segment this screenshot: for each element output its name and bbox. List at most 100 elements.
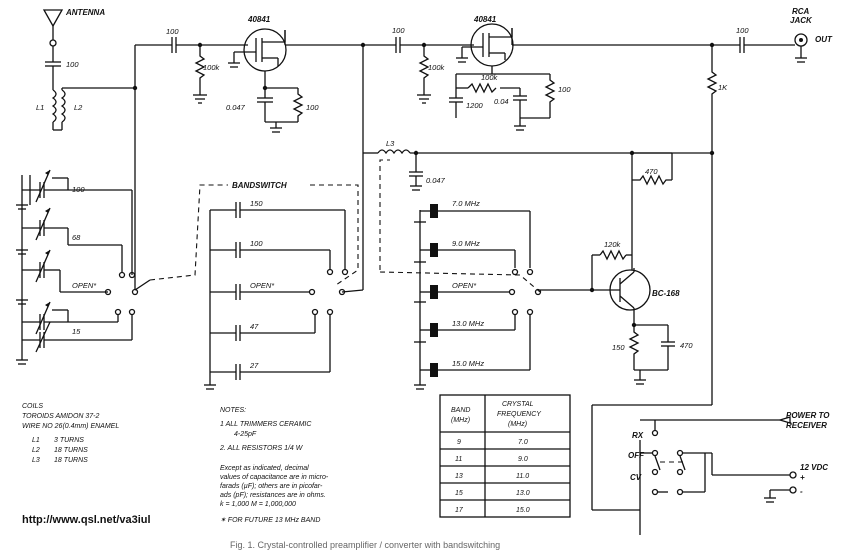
trim-label-4: 15 <box>72 327 81 336</box>
xtal-label-2: 9.0 MHz <box>452 239 480 248</box>
sw-cap-label-5: 27 <box>249 361 259 370</box>
trim-label-1: 100 <box>72 185 85 194</box>
cv-label: CV <box>630 473 642 482</box>
q2-label: 40841 <box>473 15 497 24</box>
band-row-1: 9 <box>457 439 461 446</box>
xtal-label-3: OPEN* <box>452 281 477 290</box>
note-1b: 4-25pF <box>234 431 257 438</box>
trim-label-2: 68 <box>72 233 81 242</box>
out-label: OUT <box>815 35 833 44</box>
coil-l1-l2 <box>51 87 135 131</box>
c-1200-label: 1200 <box>466 101 484 110</box>
coils-line2: WIRE NO 26(0.4mm) ENAMEL <box>22 423 119 430</box>
coil-row-2-turns: 18 TURNS <box>54 447 88 454</box>
r-fb-label: 100k <box>481 73 499 82</box>
note-p5: k = 1,000 M = 1,000,000 <box>220 501 296 508</box>
freq-row-5: 15.0 <box>516 507 530 514</box>
coil-row-1-name: L1 <box>32 437 40 444</box>
band-row-5: 17 <box>455 507 464 514</box>
note-p1: Except as indicated, decimal <box>220 465 309 472</box>
c-004-label: 0.04 <box>494 97 509 106</box>
freq-row-1: 7.0 <box>518 439 528 446</box>
freq-row-4: 13.0 <box>516 490 530 497</box>
r-1k-label: 1K <box>718 83 728 92</box>
xtal-header-unit: (MHz) <box>508 421 527 428</box>
minus-label: - <box>800 487 803 496</box>
xtal-label-1: 7.0 MHz <box>452 199 480 208</box>
switch-cap-bank <box>204 202 364 390</box>
crystal-bank <box>414 204 542 390</box>
c-470-label: 470 <box>680 341 693 350</box>
r-g1-label: 100k <box>203 63 221 72</box>
sw-cap-label-2: 100 <box>250 239 263 248</box>
q1-label: 40841 <box>247 15 271 24</box>
notes-title: NOTES: <box>220 407 246 414</box>
jack-label: JACK <box>790 16 813 25</box>
xtal-label-5: 15.0 MHz <box>452 359 484 368</box>
vdc-label: 12 VDC <box>800 463 828 472</box>
xtal-header: CRYSTAL <box>502 401 534 408</box>
power-to-label: POWER TO <box>786 411 830 420</box>
band-row-3: 13 <box>455 473 463 480</box>
freq-row-3: 11.0 <box>516 473 529 480</box>
plus-label: + <box>800 473 805 482</box>
rca-label: RCA <box>792 7 810 16</box>
coils-line1: TOROIDS AMIDON 37-2 <box>22 413 100 420</box>
note-2: 2. ALL RESISTORS 1/4 W <box>219 445 304 452</box>
r-150-label: 150 <box>612 343 625 352</box>
note-1a: 1 ALL TRIMMERS CERAMIC <box>220 421 312 428</box>
sw-cap-label-4: 47 <box>250 322 259 331</box>
c-l3-label: 0.047 <box>426 176 446 185</box>
c-in-label: 100 <box>166 27 179 36</box>
l3-label: L3 <box>386 139 395 148</box>
rx-label: RX <box>632 431 644 440</box>
l1-label: L1 <box>36 103 44 112</box>
note-p3: farads (µF); others are in picofar- <box>220 483 323 490</box>
r-g2-label: 100k <box>428 63 446 72</box>
coils-title: COILS <box>22 403 43 410</box>
bandswitch-linkage <box>149 159 541 293</box>
coil-row-3-name: L3 <box>32 457 40 464</box>
trimmer-bank <box>16 169 151 365</box>
c-out-label: 100 <box>736 26 749 35</box>
r-s2-label: 100 <box>558 85 571 94</box>
antenna-label: ANTENNA <box>65 8 105 17</box>
r-470-label: 470 <box>645 167 658 176</box>
r-s1-label: 100 <box>306 103 319 112</box>
rca-jack <box>794 33 808 63</box>
q2-mosfet <box>470 23 514 67</box>
band-header: BAND <box>451 407 470 414</box>
r-120k-label: 120k <box>604 240 622 249</box>
trim-label-3: OPEN* <box>72 281 97 290</box>
q3-transistor <box>609 268 651 325</box>
l2-label: L2 <box>74 103 83 112</box>
freq-row-2: 9.0 <box>518 456 528 463</box>
bandswitch-label: BANDSWITCH <box>232 181 287 190</box>
coil-row-3-turns: 18 TURNS <box>54 457 88 464</box>
c-ant-label: 100 <box>66 60 79 69</box>
sw-cap-label-3: OPEN* <box>250 281 275 290</box>
figure-caption: Fig. 1. Crystal-controlled preamplifier … <box>230 540 501 550</box>
power-switch <box>591 416 797 535</box>
band-row-2: 11 <box>455 456 462 463</box>
c-mid-label: 100 <box>392 26 405 35</box>
source-url: http://www.qsl.net/va3iul <box>22 514 151 526</box>
note-p4: ads (pF); resistances are in ohms. <box>220 492 326 499</box>
receiver-label: RECEIVER <box>786 421 827 430</box>
antenna-symbol <box>42 9 64 47</box>
sw-cap-label-1: 150 <box>250 199 263 208</box>
xtal-label-4: 13.0 MHz <box>452 319 484 328</box>
note-future: ✶ FOR FUTURE 13 MHz BAND <box>220 516 320 524</box>
xtal-header-2: FREQUENCY <box>497 411 542 418</box>
coil-row-1-turns: 3 TURNS <box>54 437 84 444</box>
band-header-unit: (MHz) <box>451 417 470 424</box>
coil-row-2-name: L2 <box>32 447 40 454</box>
c-s1-label: 0.047 <box>226 103 246 112</box>
band-row-4: 15 <box>455 490 463 497</box>
q1-mosfet <box>243 28 287 72</box>
q3-label: BC-168 <box>652 289 680 298</box>
note-p2: values of capacitance are in micro- <box>220 474 329 481</box>
band-table <box>439 394 571 518</box>
off-label: OFF <box>628 451 645 460</box>
